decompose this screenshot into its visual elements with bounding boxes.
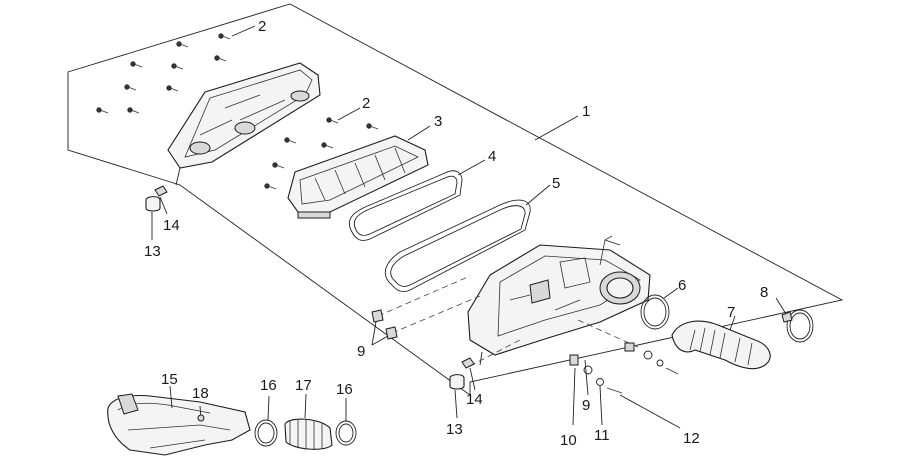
leader-lines: [534, 115, 681, 429]
drain-cap-upper: [145, 185, 168, 240]
callout-18: 18: [192, 385, 209, 402]
callout-15: 15: [161, 371, 178, 388]
callout-16-left: 16: [260, 377, 277, 394]
filter-element: [287, 125, 431, 219]
callout-2-lower: 2: [362, 95, 370, 112]
callout-6: 6: [678, 277, 686, 294]
bellows-connector: [284, 393, 333, 450]
screw-group-lower: [264, 107, 379, 190]
callout-7: 7: [727, 304, 735, 321]
drain-cap-lower: [449, 357, 476, 419]
hardware-housing-side: [569, 342, 679, 394]
clamp-ring: [640, 287, 679, 330]
callout-5: 5: [552, 175, 560, 192]
duct-clamp-left: [254, 395, 278, 447]
callout-8: 8: [760, 284, 768, 301]
callout-2-upper: 2: [258, 18, 266, 35]
callout-14-upper: 14: [163, 217, 180, 234]
callout-16-right: 16: [336, 381, 353, 398]
callout-12: 12: [683, 430, 700, 447]
filter-housing: [467, 235, 651, 366]
callout-13-upper: 13: [144, 243, 161, 260]
callout-17: 17: [295, 377, 312, 394]
resonator-duct: [107, 385, 251, 456]
gasket-outer: [384, 184, 551, 293]
callout-1: 1: [582, 103, 590, 120]
callout-14-lower: 14: [466, 391, 483, 408]
assembly-boundary: [67, 3, 844, 396]
gasket-inner: [348, 159, 486, 241]
callout-9-left: 9: [357, 343, 365, 360]
hose-clamp: [775, 297, 814, 343]
callout-9-right: 9: [582, 397, 590, 414]
screw-group-upper: [96, 25, 256, 114]
callout-3: 3: [434, 113, 442, 130]
intake-hose: [671, 315, 771, 370]
alignment-lines: [377, 275, 641, 367]
callout-10: 10: [560, 432, 577, 449]
air-filter-cover: [167, 62, 321, 186]
grommet-pair: [371, 309, 398, 346]
callout-4: 4: [488, 148, 496, 165]
callout-13-lower: 13: [446, 421, 463, 438]
callout-11: 11: [594, 427, 610, 444]
duct-clamp-right: [335, 398, 357, 446]
